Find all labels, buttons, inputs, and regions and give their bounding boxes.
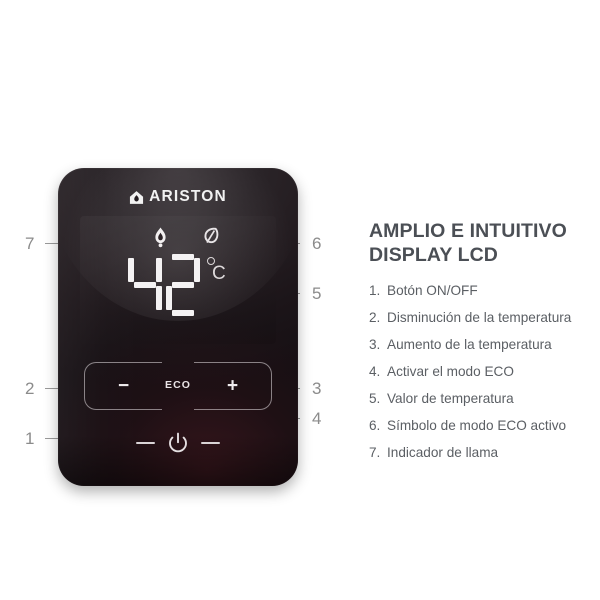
list-item-number: 6. (369, 418, 381, 433)
list-item: 3. Aumento de la temperatura (369, 337, 593, 353)
eco-button[interactable]: ECO (164, 379, 192, 391)
list-item-label: Activar el modo ECO (387, 364, 514, 379)
ariston-house-icon (130, 190, 144, 204)
list-item: 5. Valor de temperatura (369, 391, 593, 407)
minus-button[interactable]: − (84, 362, 162, 410)
plus-sign-icon: + (226, 375, 239, 397)
water-heater-control-device: ARISTON (58, 168, 298, 486)
list-item-number: 3. (369, 337, 381, 352)
list-item-label: Indicador de llama (387, 445, 499, 460)
page-title: AMPLIO E INTUITIVO DISPLAY LCD (369, 219, 593, 267)
list-item-number: 1. (369, 283, 381, 298)
unit-letter: C (212, 263, 226, 284)
temperature-readout: C (80, 254, 276, 316)
power-button-row[interactable] (58, 430, 298, 456)
lcd-status-icons (80, 226, 276, 250)
leaf-icon (204, 227, 219, 244)
list-item-label: Valor de temperatura (387, 391, 514, 406)
list-item: 6. Símbolo de modo ECO activo (369, 418, 593, 434)
callout-number-5: 5 (312, 284, 322, 303)
power-icon[interactable] (166, 431, 190, 455)
power-dash-right-icon (201, 441, 220, 445)
list-item: 1. Botón ON/OFF (369, 283, 593, 299)
list-item-label: Disminución de la temperatura (387, 310, 572, 325)
list-item-number: 4. (369, 364, 381, 379)
list-item-number: 2. (369, 310, 381, 325)
feature-list: 1. Botón ON/OFF 2. Disminución de la tem… (369, 283, 593, 461)
degree-symbol-icon (207, 257, 215, 265)
callout-number-2: 2 (25, 379, 35, 398)
callout-number-3: 3 (312, 379, 322, 398)
info-panel: AMPLIO E INTUITIVO DISPLAY LCD 1. Botón … (369, 219, 593, 472)
list-item-number: 7. (369, 445, 381, 460)
list-item: 7. Indicador de llama (369, 445, 593, 461)
list-item-label: Botón ON/OFF (387, 283, 478, 298)
flame-icon (155, 227, 166, 248)
brand-logo: ARISTON (58, 188, 298, 206)
callout-number-6: 6 (312, 234, 322, 253)
callout-number-4: 4 (312, 409, 322, 428)
device-body: ARISTON (58, 168, 298, 486)
list-item: 2. Disminución de la temperatura (369, 310, 593, 326)
temperature-digit-units (166, 254, 200, 316)
callout-number-7: 7 (25, 234, 35, 253)
callout-number-1: 1 (25, 429, 35, 448)
power-dash-left-icon (136, 441, 155, 445)
plus-button[interactable]: + (194, 362, 272, 410)
touch-button-row: − ECO + (84, 362, 272, 410)
heading-line-1: AMPLIO E INTUITIVO (369, 220, 567, 242)
heading-line-2: DISPLAY LCD (369, 244, 498, 266)
list-item-label: Símbolo de modo ECO activo (387, 418, 567, 433)
brand-name: ARISTON (149, 188, 227, 205)
lcd-display: C (80, 216, 276, 344)
list-item-number: 5. (369, 391, 381, 406)
minus-sign-icon: − (117, 375, 130, 397)
list-item: 4. Activar el modo ECO (369, 364, 593, 380)
temperature-unit: C (206, 254, 228, 294)
list-item-label: Aumento de la temperatura (387, 337, 552, 352)
temperature-digit-tens (128, 254, 162, 316)
